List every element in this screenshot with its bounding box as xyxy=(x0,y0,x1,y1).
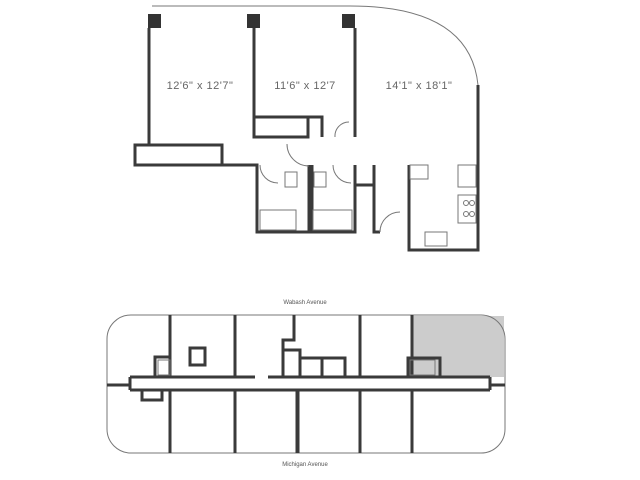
column xyxy=(247,14,260,28)
room-dimensions-living-room: 14'1" x 18'1" xyxy=(385,80,453,92)
room-dimensions-bedroom-1: 12'6" x 12'7" xyxy=(166,80,234,92)
column xyxy=(342,14,355,28)
room-dimensions-bedroom-2: 11'6" x 12'7 xyxy=(274,80,336,92)
highlighted-unit xyxy=(412,316,504,377)
unit-plan xyxy=(133,5,480,252)
column xyxy=(148,14,161,28)
building-floor-key xyxy=(106,314,506,454)
street-label-bottom: Michigan Avenue xyxy=(282,462,328,468)
street-label-top: Wabash Avenue xyxy=(283,300,327,306)
